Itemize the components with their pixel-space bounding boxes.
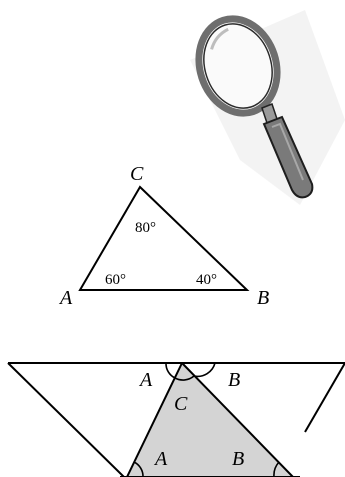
angle-b-value: 40°: [196, 272, 217, 288]
left-edge: [7, 362, 125, 477]
vertex-a-label: A: [58, 287, 73, 309]
top-angle-a-label: A: [138, 369, 153, 391]
arc-top-c: [174, 375, 195, 381]
triangle-outline: [78, 185, 250, 291]
top-angle-c-label: C: [174, 393, 188, 415]
right-edge: [304, 362, 345, 433]
bottom-angle-a-label: A: [153, 448, 168, 470]
parallelogram-diagram: A B C A B: [7, 362, 345, 477]
vertex-c-label: C: [130, 163, 144, 185]
lens-glare: [210, 27, 229, 50]
vertex-b-label: B: [257, 287, 269, 309]
bottom-angle-b-label: B: [232, 448, 244, 470]
triangle-abc: A B C 60° 40° 80°: [58, 163, 269, 309]
arc-bottom-a: [133, 461, 144, 477]
triangle-left-side: [126, 362, 183, 477]
angle-a-value: 60°: [105, 272, 126, 288]
magnifying-glass-icon: [190, 10, 345, 205]
magnifier-handle: [262, 115, 314, 199]
arc-bottom-b: [273, 461, 280, 477]
arc-top-a: [165, 362, 176, 379]
arc-top-b: [193, 362, 216, 378]
triangle-right-side: [181, 362, 294, 477]
lens-glass: [203, 23, 273, 109]
top-angle-b-label: B: [228, 369, 240, 391]
handle-highlight: [271, 122, 304, 181]
angle-c-value: 80°: [135, 220, 156, 236]
